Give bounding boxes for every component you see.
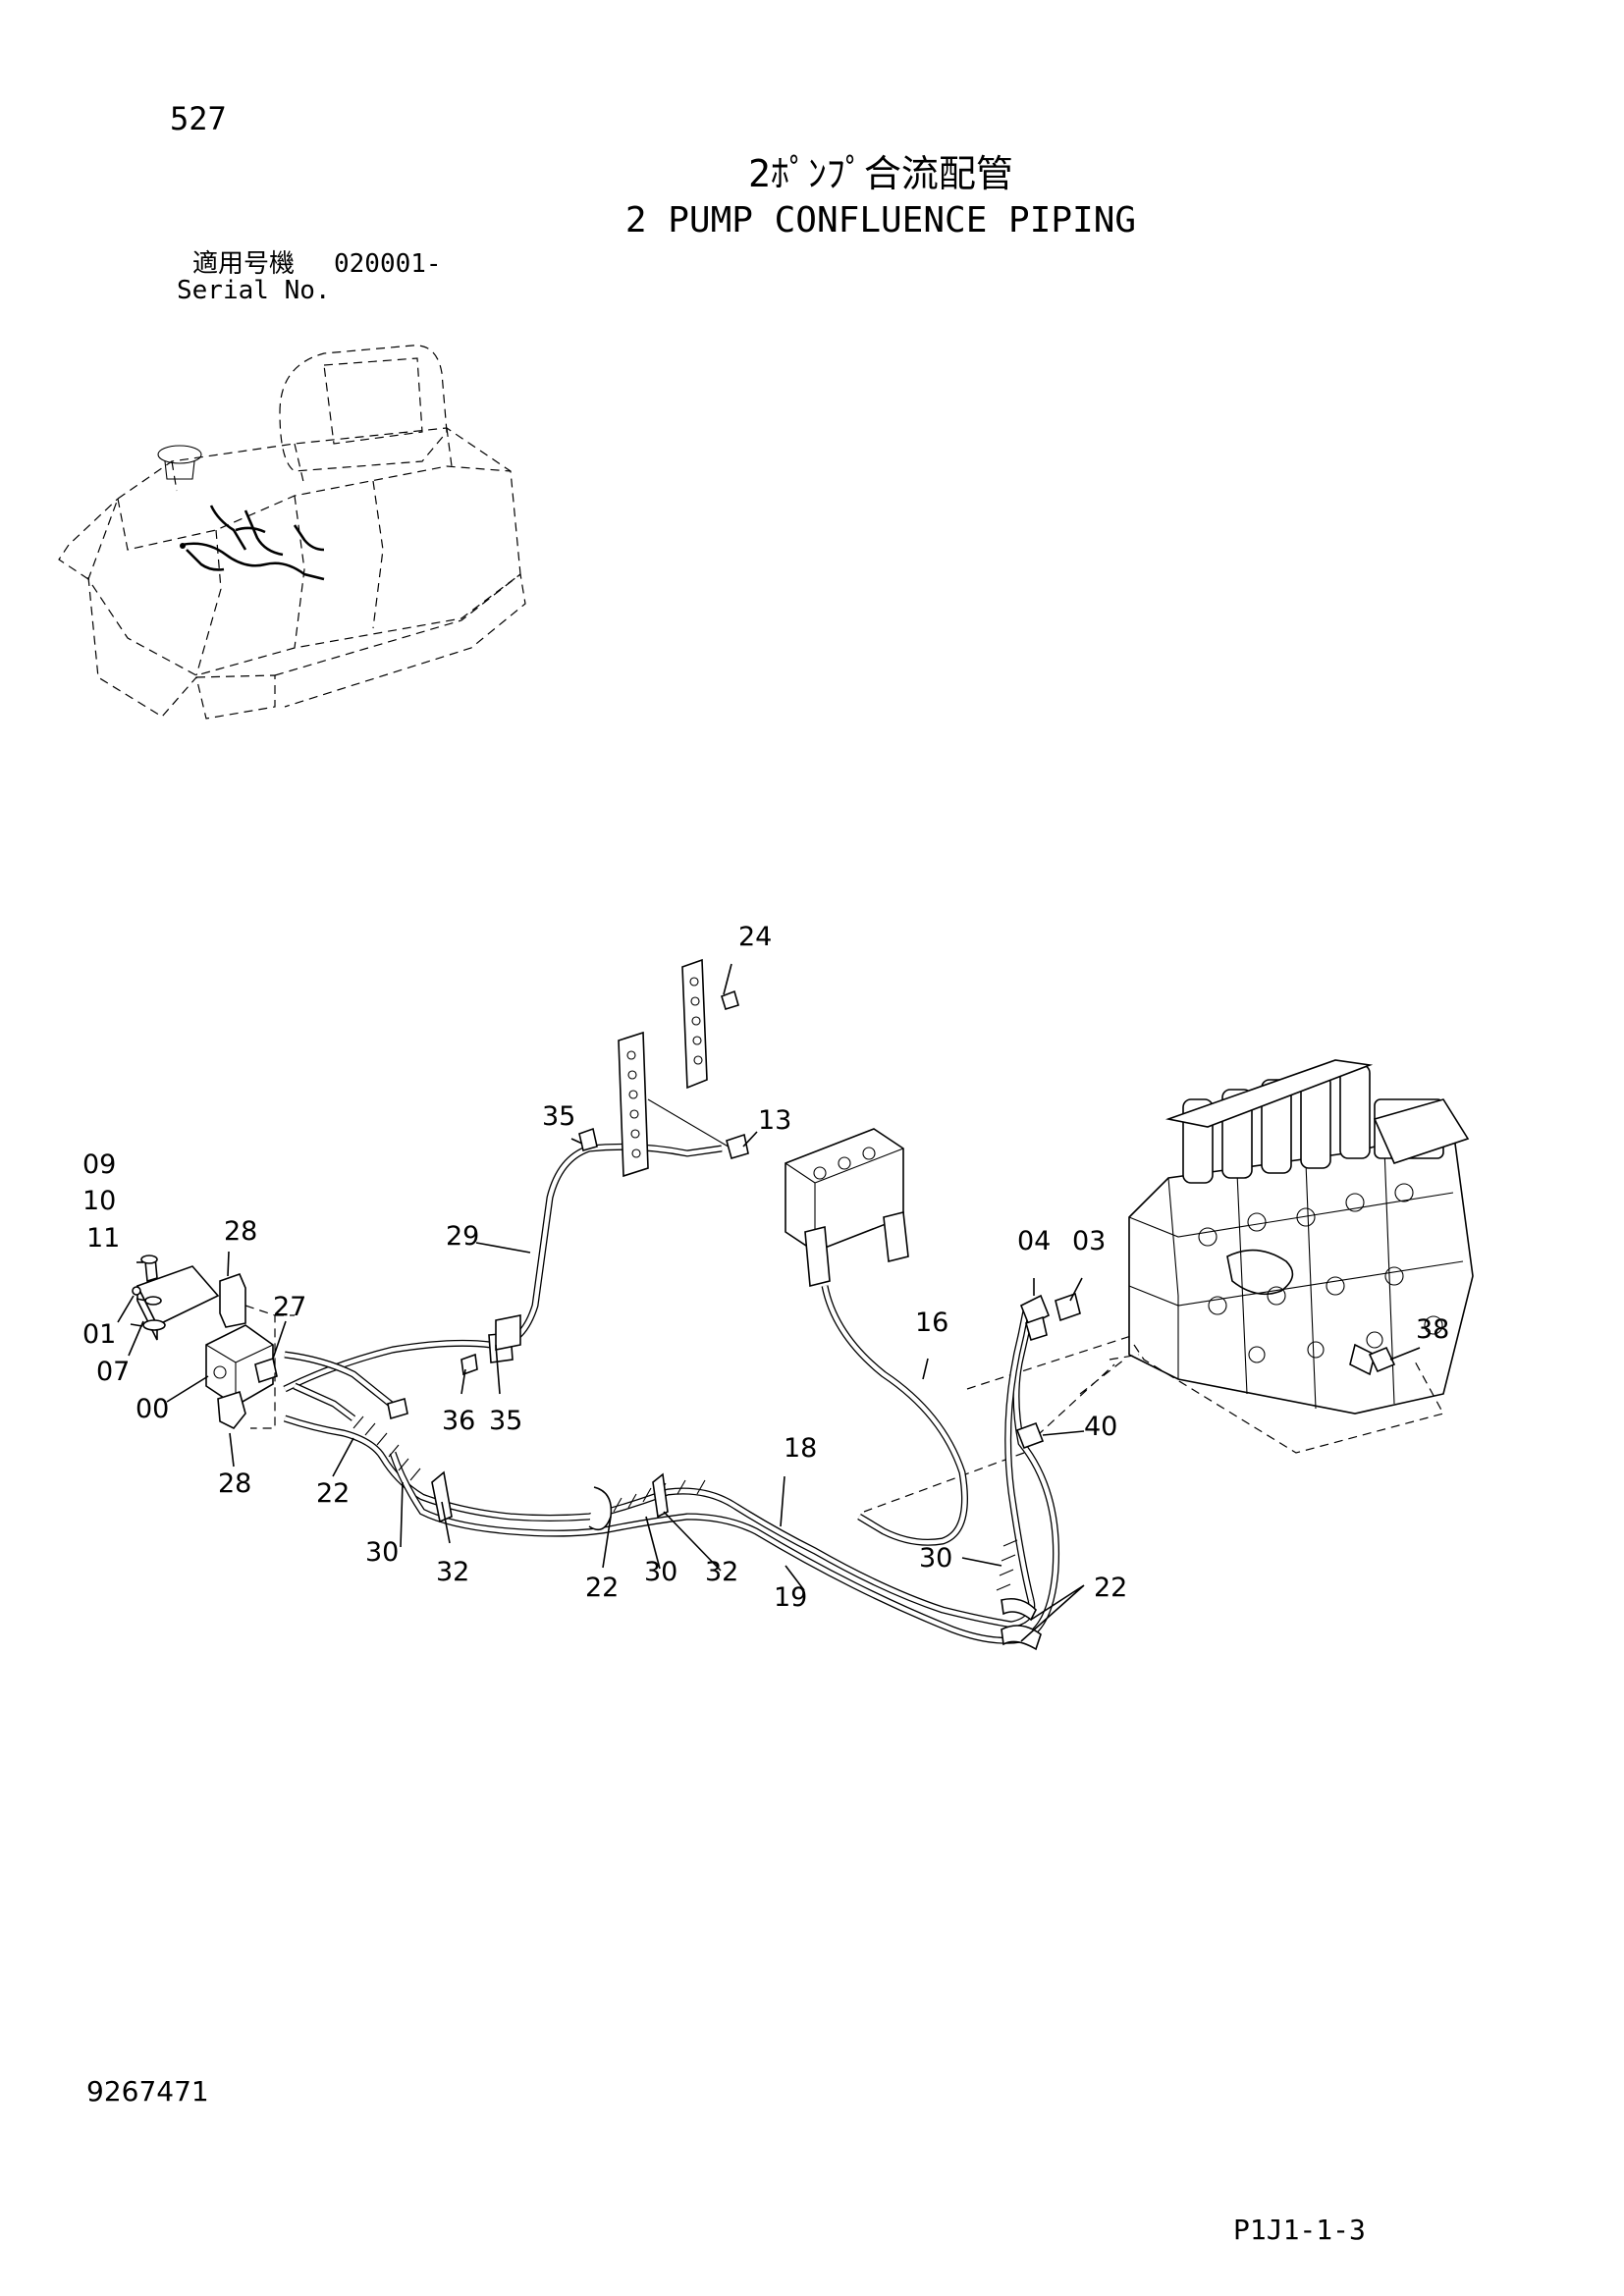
- serial-label-japanese: 適用号機: [192, 249, 296, 279]
- bracket: [460, 1314, 521, 1376]
- serial-label-english: Serial No.: [177, 276, 331, 305]
- title-japanese: 2ﾎﾟﾝﾌﾟ合流配管: [748, 152, 1013, 195]
- callout-36: 36: [442, 1406, 475, 1436]
- callout-10: 10: [82, 1186, 116, 1216]
- confluence-block: [132, 1255, 278, 1430]
- callout-01: 01: [82, 1319, 116, 1350]
- callout-04: 04: [1017, 1226, 1051, 1256]
- callout-00: 00: [135, 1394, 169, 1424]
- control-valve-assembly: [1128, 1059, 1474, 1415]
- clamp-bars: [618, 958, 749, 1178]
- callout-13: 13: [758, 1105, 791, 1136]
- callout-27: 27: [273, 1292, 306, 1322]
- callout-29: 29: [446, 1221, 479, 1252]
- clamps: [387, 1127, 1042, 1651]
- callout-19: 19: [774, 1582, 807, 1613]
- callout-07: 07: [96, 1357, 130, 1387]
- callout-30-right: 30: [919, 1543, 952, 1574]
- callout-labels: 24 13 35 09 10 11 28 29 27 01 07 00 28 3…: [82, 922, 1449, 1613]
- callout-35-upper: 35: [542, 1101, 575, 1132]
- leader-lines: [117, 963, 1421, 1642]
- page-number: 527: [170, 100, 227, 137]
- document-code: 9267471: [86, 2075, 209, 2108]
- callout-24: 24: [738, 922, 772, 952]
- callout-38: 38: [1416, 1314, 1449, 1345]
- machine-overview-illustration: [58, 345, 526, 720]
- page-reference: P1J1-1-3: [1233, 2214, 1366, 2246]
- serial-number-value: 020001-: [334, 249, 442, 279]
- callout-30-left: 30: [365, 1537, 399, 1568]
- callout-16: 16: [915, 1308, 948, 1338]
- callout-40: 40: [1084, 1412, 1117, 1442]
- callout-03: 03: [1072, 1226, 1106, 1256]
- callout-28-upper: 28: [224, 1216, 257, 1247]
- solenoid-block: [785, 1128, 909, 1288]
- fittings: [1015, 1292, 1396, 1450]
- callout-09: 09: [82, 1149, 116, 1180]
- callout-35-lower: 35: [489, 1406, 522, 1436]
- callout-30-middle: 30: [644, 1557, 677, 1587]
- callout-32-middle: 32: [705, 1557, 738, 1587]
- callout-22-right: 22: [1094, 1573, 1127, 1603]
- callout-22-left: 22: [316, 1478, 350, 1509]
- title-english: 2 PUMP CONFLUENCE PIPING: [624, 200, 1137, 240]
- callout-22-middle: 22: [585, 1573, 619, 1603]
- callout-11: 11: [86, 1223, 120, 1254]
- callout-18: 18: [784, 1433, 817, 1464]
- callout-32-left: 32: [436, 1557, 469, 1587]
- callout-28-lower: 28: [218, 1468, 251, 1499]
